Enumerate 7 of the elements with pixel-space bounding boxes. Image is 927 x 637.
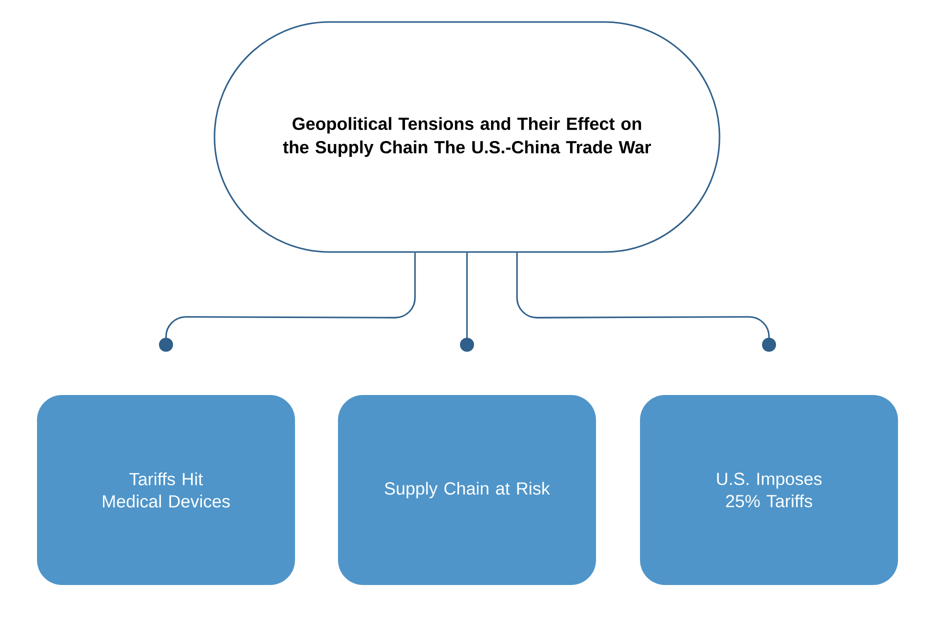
topic-box: Supply Chain at Risk: [338, 395, 596, 586]
topic-box: U.S. Imposes 25% Tariffs: [640, 395, 898, 586]
connector: [460, 252, 474, 352]
title-pill: Geopolitical Tensions and Their Effect on the Supply Chain The U.S.-China Trade War: [214, 21, 720, 253]
topic-box: Tariffs Hit Medical Devices: [37, 395, 295, 586]
connector: [158, 252, 416, 352]
connector: [516, 252, 776, 352]
